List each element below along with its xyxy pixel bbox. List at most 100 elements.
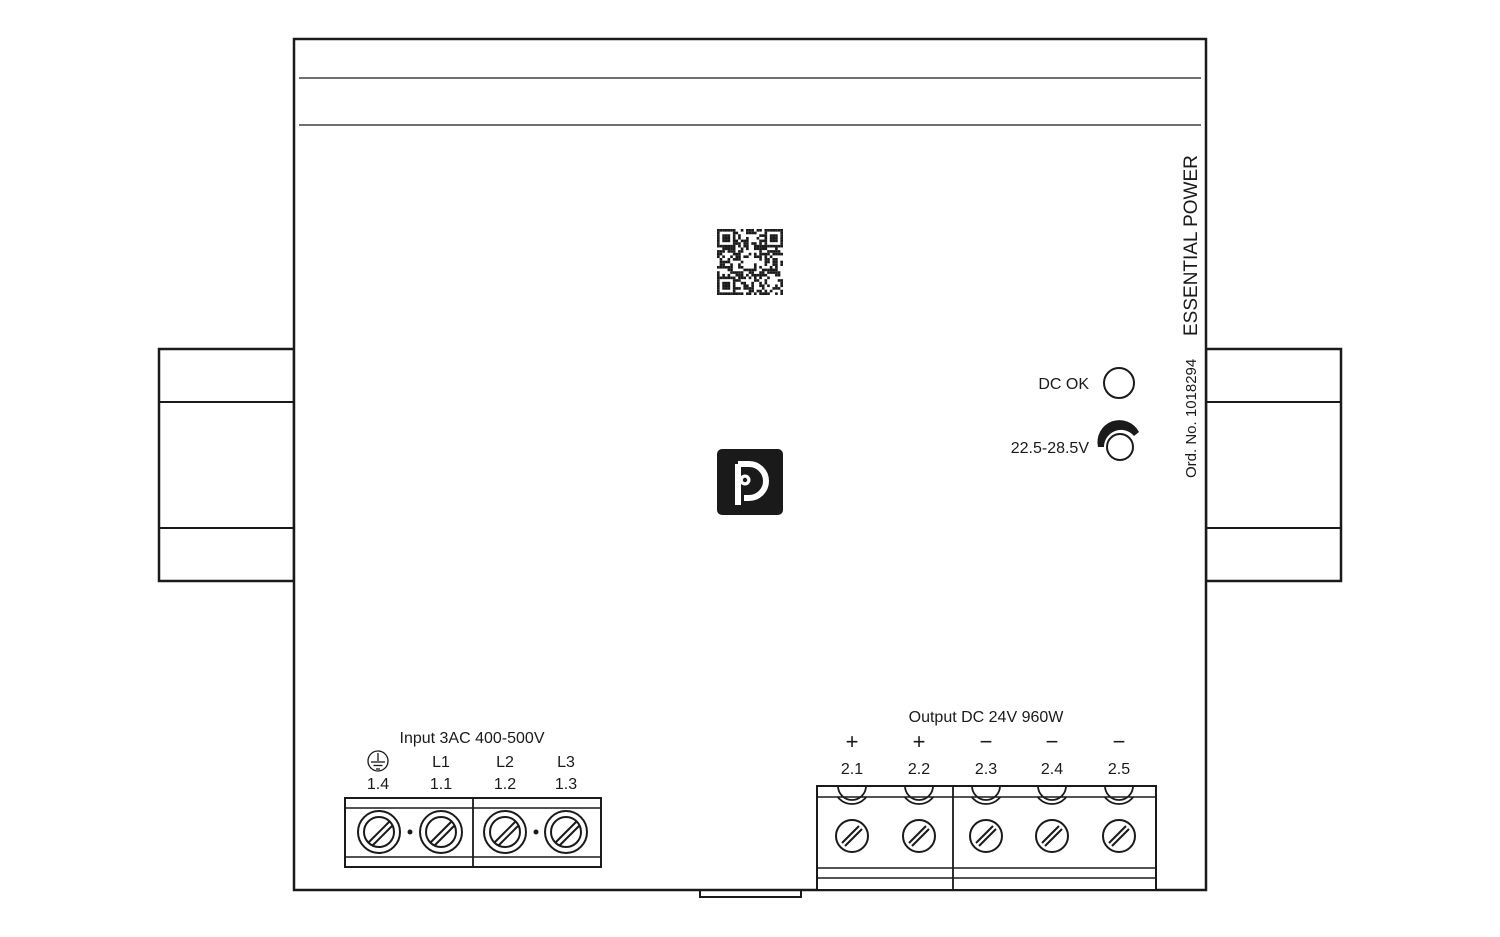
qr-module [746, 284, 749, 288]
qr-module [777, 252, 781, 256]
qr-module [777, 287, 781, 290]
qr-module [735, 255, 739, 259]
input-terminal-number-1-3: 1.3 [555, 776, 577, 793]
qr-module [759, 292, 762, 295]
qr-module [727, 268, 731, 272]
output-screw-2-3[interactable] [969, 819, 1003, 853]
qr-module [759, 229, 762, 232]
qr-module [732, 284, 736, 288]
qr-module [738, 234, 741, 237]
qr-module [761, 287, 765, 290]
input-screw-1-1[interactable] [419, 810, 463, 854]
qr-module [724, 284, 728, 288]
qr-module [717, 239, 720, 243]
qr-module [748, 292, 752, 295]
qr-module [740, 276, 744, 280]
qr-module [780, 252, 783, 256]
qr-module [761, 244, 765, 248]
qr-module [761, 292, 765, 295]
qr-module [761, 271, 765, 274]
qr-module [756, 273, 760, 277]
qr-module [732, 279, 736, 282]
qr-module [738, 265, 741, 269]
qr-module [717, 231, 720, 235]
output-screw-2-5[interactable] [1102, 819, 1136, 853]
qr-module [780, 239, 783, 243]
qr-module [753, 263, 757, 266]
qr-module [751, 284, 754, 288]
qr-module [727, 276, 731, 280]
qr-module [727, 292, 731, 295]
qr-module [775, 271, 778, 274]
qr-module [767, 244, 770, 248]
qr-module [767, 276, 770, 280]
qr-module [735, 287, 739, 290]
qr-module [722, 236, 725, 240]
qr-module [777, 244, 781, 248]
qr-module [772, 252, 776, 256]
qr-module [738, 292, 741, 295]
qr-module [775, 239, 778, 243]
output-screw-2-1[interactable] [835, 819, 869, 853]
input-screw-1-3[interactable] [544, 810, 588, 854]
qr-module [732, 236, 736, 240]
qr-module [717, 252, 720, 256]
qr-module [722, 263, 725, 266]
qr-module [769, 239, 773, 243]
qr-module [756, 244, 760, 248]
qr-module [769, 265, 773, 269]
qr-module [722, 229, 725, 232]
qr-module [775, 260, 778, 264]
qr-module [735, 279, 739, 282]
input-screw-1-2[interactable] [483, 810, 527, 854]
qr-module [717, 255, 720, 259]
input-terminal-block [344, 797, 602, 868]
qr-module [775, 234, 778, 237]
qr-module [764, 263, 768, 266]
qr-module [740, 239, 744, 243]
qr-module [756, 247, 760, 251]
voltage-adjust-label: 22.5-28.5V [1011, 440, 1090, 457]
qr-module [743, 284, 747, 288]
output-terminal-symbol-2-3: − [980, 729, 993, 754]
qr-module [767, 252, 770, 256]
qr-module [753, 255, 757, 259]
qr-module [727, 234, 731, 237]
qr-module [730, 255, 733, 259]
qr-module [761, 247, 765, 251]
qr-module [759, 281, 762, 285]
input-screw-1-4[interactable] [357, 810, 401, 854]
qr-module [732, 271, 736, 274]
qr-module [738, 255, 741, 259]
status-led-label: DC OK [1038, 376, 1089, 393]
qr-module [743, 268, 747, 272]
qr-module [761, 239, 765, 243]
qr-module [764, 231, 768, 235]
qr-module [717, 236, 720, 240]
qr-module [717, 229, 720, 232]
qr-module [724, 292, 728, 295]
qr-module [730, 244, 733, 248]
output-terminal-number-2-1: 2.1 [841, 761, 863, 778]
qr-module [764, 273, 768, 277]
qr-module [772, 250, 776, 253]
qr-module [730, 247, 733, 251]
qr-module [722, 260, 725, 264]
qr-module [764, 252, 768, 256]
qr-module [722, 273, 725, 277]
qr-module [732, 244, 736, 248]
qr-module [748, 276, 752, 280]
qr-module [753, 292, 757, 295]
qr-module [775, 244, 778, 248]
qr-module [780, 284, 783, 288]
qr-module [746, 242, 749, 245]
qr-module [730, 271, 733, 274]
voltage-adjust-potentiometer[interactable] [1106, 433, 1134, 461]
qr-module [780, 292, 783, 295]
output-screw-2-2[interactable] [902, 819, 936, 853]
output-terminal-number-2-3: 2.3 [975, 761, 997, 778]
qr-module [738, 250, 741, 253]
qr-module [738, 252, 741, 256]
qr-module [738, 263, 741, 266]
output-screw-2-4[interactable] [1035, 819, 1069, 853]
